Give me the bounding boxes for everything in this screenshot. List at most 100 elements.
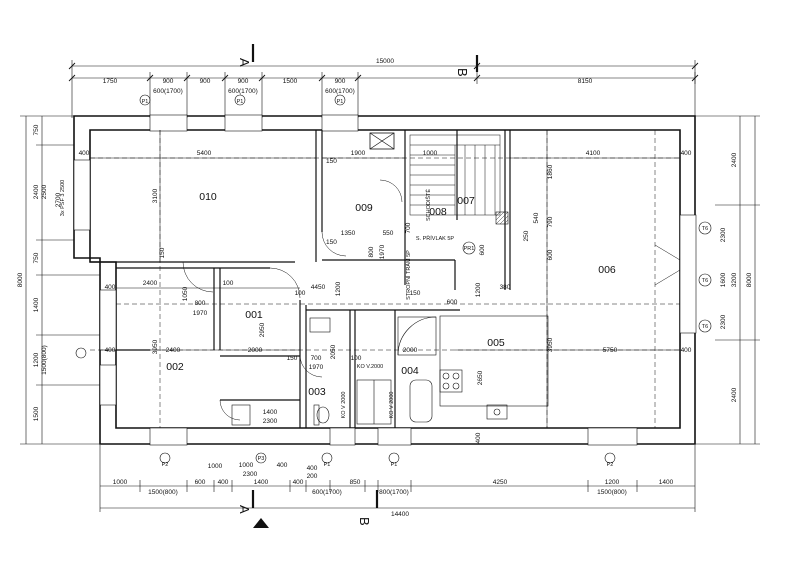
dim-400: 400 [307,465,318,472]
dim-1000: 1000 [239,462,254,469]
dim-2400: 2400 [33,184,40,199]
tag-t6: T6 [702,278,708,284]
tag-p1: P1 [237,99,244,105]
dim-1400: 1400 [254,479,269,486]
tag-pr1: PR1 [464,246,475,252]
dim-1200: 1200 [605,479,620,486]
dim-bottom-overall: 14400 [391,511,409,518]
dim-850: 850 [350,479,361,486]
cut-label-a-bottom: A [237,505,252,514]
chimney-block [369,132,395,150]
dim-window: 600(1700) [153,88,183,95]
room-009-label: 009 [355,202,373,214]
dim-window: 600(1700) [228,88,258,95]
interior-dim-lines [90,130,680,428]
dim-window: 600(1700) [312,489,342,496]
dim-150: 150 [287,355,298,362]
room-006-label: 006 [598,264,616,276]
cut-label-b-top: B [455,68,470,77]
dim-window: 1500(800) [597,489,627,496]
dim-1750: 1750 [103,78,118,85]
dim-3100: 3100 [152,188,159,203]
dim-top-right: 8150 [578,78,593,85]
dim-700: 700 [311,355,322,362]
tag-p1: P1 [142,99,149,105]
note-ceiling-beam: STROPNÍ TRÁM 5P [405,250,412,300]
dim-2400: 2400 [166,347,181,354]
staircase [409,134,501,216]
dim-1400: 1400 [263,409,278,416]
dim-900: 900 [200,78,211,85]
dim-100: 100 [223,280,234,287]
room-008-label: 008 [429,206,447,218]
tag-p2: P2 [607,462,614,468]
dim-window: 1500(800) [148,489,178,496]
exterior-walls [73,115,696,445]
cut-label-b-bottom: B [357,517,372,526]
dim-540: 540 [533,212,540,223]
dim-3950: 3950 [547,337,554,352]
dim-1900: 1900 [351,150,366,157]
dim-2500: 2500 [41,184,48,199]
dim-2300: 2300 [263,418,278,425]
element-tags [75,221,712,464]
room-007-label: 007 [457,195,475,207]
dim-4450: 4450 [311,284,326,291]
dim-250: 250 [523,230,530,241]
dim-2300: 2300 [720,227,727,242]
dim-top-overall: 15000 [376,58,394,65]
dim-1860: 1860 [547,164,554,179]
dim-750: 750 [33,252,40,263]
dim-400: 400 [277,462,288,469]
dim-900: 900 [163,78,174,85]
kitchen-counter [439,315,549,420]
dim-right-overall: 8000 [746,272,753,287]
dim-1600: 1600 [720,272,727,287]
tag-p1: P1 [391,462,398,468]
dim-600: 600 [195,479,206,486]
dim-window: 1500(800) [41,345,48,375]
bottom-dimension-lines [99,445,696,512]
dim-3950: 3950 [152,339,159,354]
dim-1000: 1000 [423,150,438,157]
dim-1500: 1500 [283,78,298,85]
dim-1200: 1200 [33,352,40,367]
heater-block [495,211,509,225]
room-001-label: 001 [245,309,263,321]
window-tags-top [139,94,346,106]
dim-1970: 1970 [193,310,208,317]
window-openings [73,114,697,446]
top-dimension-lines [71,60,696,118]
tag-t6: T6 [702,324,708,330]
dim-2400: 2400 [143,280,158,287]
note-ko: KO V 2000 [389,392,395,419]
dim-5400: 5400 [197,150,212,157]
dim-550: 550 [383,230,394,237]
dim-400: 400 [105,347,116,354]
dim-600: 600 [479,244,486,255]
dim-600: 600 [447,299,458,306]
dim-380: 380 [500,284,511,291]
dim-150: 150 [159,247,166,258]
dim-left-overall: 8000 [17,272,24,287]
door-swings [182,179,681,421]
room-004-label: 004 [401,365,419,377]
dim-2050: 2050 [330,344,337,359]
dim-2000: 2000 [248,347,263,354]
dim-150: 150 [326,239,337,246]
room-005-label: 005 [487,337,505,349]
note-stairs: SCHODIŠTĚ [424,189,432,221]
room-003-label: 003 [308,386,326,398]
tag-p1: P1 [337,99,344,105]
dim-100: 100 [351,355,362,362]
dim-2950: 2950 [259,322,266,337]
dim-window: 600(1700) [325,88,355,95]
dim-1400: 1400 [659,479,674,486]
dim-1970: 1970 [309,364,324,371]
dim-2300: 2300 [720,314,727,329]
dim-2700: 2700 [55,192,62,207]
dim-2400: 2400 [731,387,738,402]
dim-800: 800 [195,300,206,307]
bathroom-fixtures [231,316,437,426]
